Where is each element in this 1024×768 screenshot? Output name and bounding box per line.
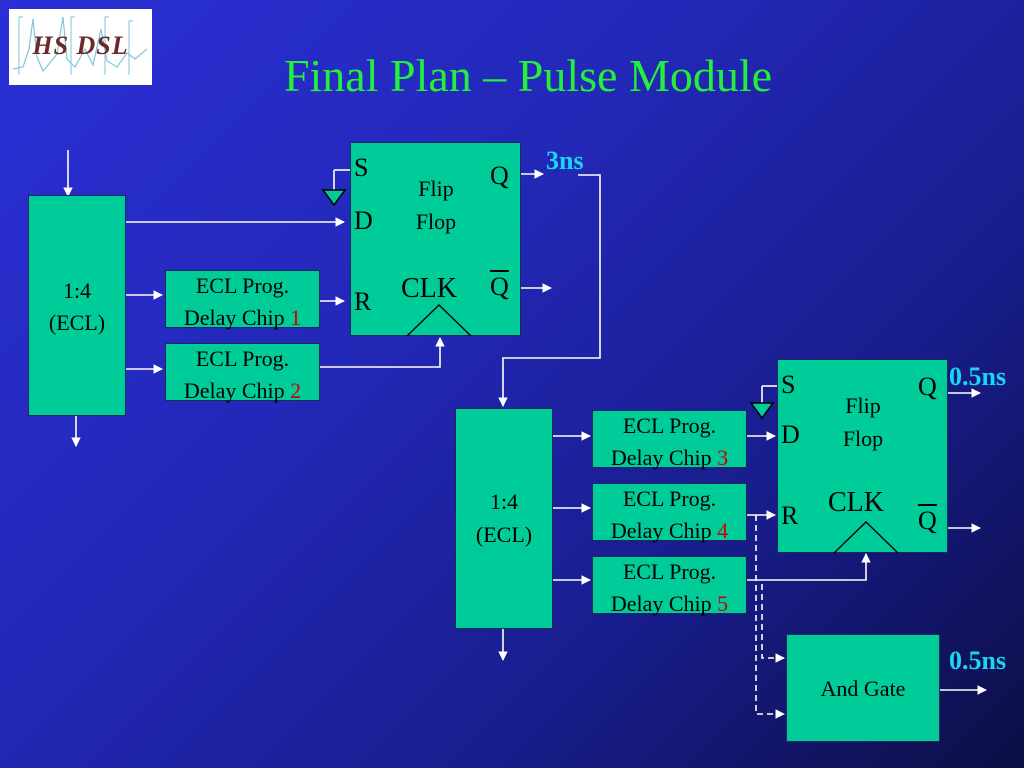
ff2-s-label: S: [781, 370, 796, 399]
splitter-1-type: (ECL): [48, 310, 106, 335]
splitter-2-type: (ECL): [475, 522, 533, 547]
delay-chip-1-line1: ECL Prog.: [195, 273, 290, 298]
ff2-q-label: Q: [918, 372, 937, 401]
chip5-dashed-to-and: [761, 584, 785, 663]
ff1-r-label: R: [354, 287, 372, 316]
and-gate: And Gate: [786, 634, 940, 742]
flip-flop-2: S D R Q Q Flip Flop CLK: [777, 359, 948, 554]
ff2-d-label: D: [781, 420, 800, 449]
ff1-qbar-label: Q: [490, 272, 509, 301]
ff2-s-ground-icon: [749, 402, 775, 420]
ff1-name-line1: Flip: [418, 176, 454, 201]
delay-chip-2-number: 2: [290, 378, 302, 403]
ff1-d-label: D: [354, 206, 373, 235]
delay-chip-3-line2-wrap: Delay Chip 3: [593, 442, 746, 474]
delay-chip-4-line1: ECL Prog.: [622, 486, 717, 511]
delay-chip-1: ECL Prog. Delay Chip 1: [165, 270, 320, 330]
flip-flop-1: S D R Q Q Flip Flop CLK: [350, 142, 521, 337]
ff1-q-label: Q: [490, 161, 509, 190]
delay-chip-5-line1: ECL Prog.: [622, 559, 717, 584]
chip2-to-ff1-clk: [320, 337, 445, 368]
ff2-name-line2: Flop: [842, 426, 884, 451]
chip5-to-ff2-clk: [746, 553, 871, 581]
ff2-qbar-label: Q: [918, 506, 937, 535]
delay-chip-2-line2: Delay Chip: [183, 378, 285, 403]
logo-text: HS DSL: [32, 31, 129, 60]
waveform-graphic: [12, 16, 148, 75]
delay-chip-3: ECL Prog. Delay Chip 3: [592, 410, 747, 470]
ff2-r-label: R: [781, 501, 799, 530]
splitter-1: 1:4 (ECL): [28, 195, 126, 416]
ff2-name-line1: Flip: [845, 393, 881, 418]
ff1-to-splitter2: [498, 174, 601, 407]
delay-chip-2-line1: ECL Prog.: [195, 346, 290, 371]
timing-and-out: 0.5ns: [949, 646, 1007, 675]
ff1-name-line2: Flop: [415, 209, 457, 234]
delay-chip-5-line2: Delay Chip: [610, 591, 712, 616]
splitter-2: 1:4 (ECL): [455, 408, 553, 629]
delay-chip-5: ECL Prog. Delay Chip 5: [592, 556, 747, 616]
delay-chip-4: ECL Prog. Delay Chip 4: [592, 483, 747, 543]
delay-chip-4-number: 4: [717, 518, 729, 543]
delay-chip-1-line2: Delay Chip: [183, 305, 285, 330]
delay-chip-2: ECL Prog. Delay Chip 2: [165, 343, 320, 403]
ff1-s-label: S: [354, 153, 369, 182]
timing-ff2-out: 0.5ns: [949, 362, 1007, 391]
delay-chip-3-line2: Delay Chip: [610, 445, 712, 470]
delay-chip-5-number: 5: [717, 591, 729, 616]
hsdsl-logo: HS DSL: [9, 9, 152, 85]
ff2-clk-label: CLK: [828, 487, 884, 518]
splitter-1-ratio: 1:4: [62, 278, 92, 303]
delay-chip-4-line2-wrap: Delay Chip 4: [593, 515, 746, 547]
slide-title: Final Plan – Pulse Module: [283, 50, 773, 101]
delay-chip-5-line2-wrap: Delay Chip 5: [593, 588, 746, 620]
delay-chip-1-number: 1: [290, 305, 302, 330]
and-gate-label: And Gate: [820, 676, 906, 701]
delay-chip-2-line2-wrap: Delay Chip 2: [166, 375, 319, 407]
ff1-clk-label: CLK: [401, 273, 457, 304]
ff1-s-ground-icon: [321, 189, 347, 207]
delay-chip-4-line2: Delay Chip: [610, 518, 712, 543]
delay-chip-3-line1: ECL Prog.: [622, 413, 717, 438]
ff1-clock-triangle-icon: [406, 304, 472, 337]
ff2-clock-triangle-icon: [833, 521, 899, 554]
splitter-2-ratio: 1:4: [489, 489, 519, 514]
timing-ff1-out: 3ns: [546, 146, 584, 175]
delay-chip-3-number: 3: [717, 445, 729, 470]
delay-chip-1-line2-wrap: Delay Chip 1: [166, 302, 319, 334]
